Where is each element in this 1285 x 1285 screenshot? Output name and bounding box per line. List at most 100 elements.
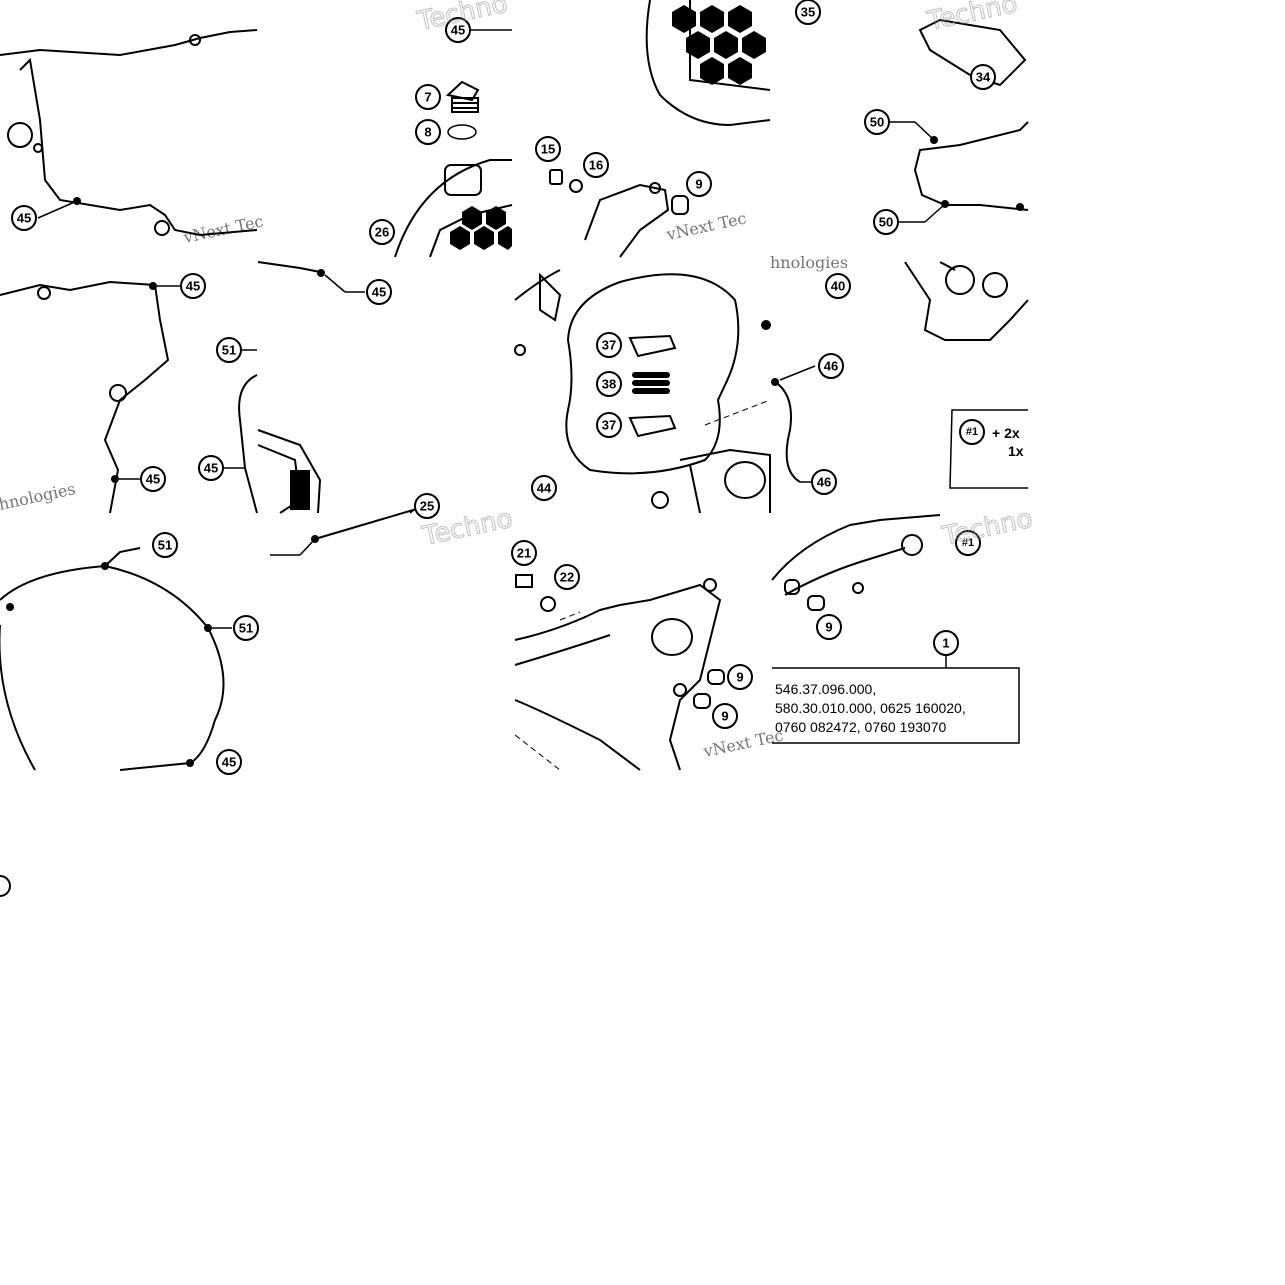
svg-text:hnologies: hnologies: [770, 253, 848, 272]
callout-1: 1: [933, 630, 959, 668]
svg-text:34: 34: [976, 70, 991, 85]
callout-44: 44: [531, 475, 557, 501]
svg-text:25: 25: [420, 499, 434, 514]
callout-9-c: 9: [712, 703, 738, 729]
callout-45-b: 45: [180, 273, 206, 299]
tile-row3-mid: 25: [270, 493, 440, 556]
callout-21: 21: [511, 540, 537, 566]
svg-text:45: 45: [17, 211, 31, 226]
honeycomb-top: [672, 5, 766, 85]
svg-text:22: 22: [560, 570, 574, 585]
kit-line-2: 580.30.010.000, 0625 160020,: [775, 700, 966, 716]
tile-clutch-cover: 21 22 9 9: [511, 540, 753, 771]
legend-box: #1 + 2x 1x: [949, 409, 1028, 489]
kit-line-3: 0760 082472, 0760 193070: [775, 719, 946, 735]
tile-ignition-cover: 15 16 9: [535, 0, 771, 258]
callout-51-a: 51: [216, 337, 257, 363]
stacked-seal-icon: [632, 372, 670, 394]
tile-gasket-right: 35 34 50 50: [795, 0, 1029, 235]
tile-round-gasket: 51 51 45: [0, 532, 259, 775]
callout-hash1: #1: [955, 530, 981, 556]
legend-line-1: + 2x: [992, 425, 1020, 441]
svg-text:45: 45: [451, 23, 465, 38]
tile-oil-plug: 45 7 8 26: [369, 17, 513, 258]
svg-text:38: 38: [602, 377, 616, 392]
callout-15: 15: [535, 136, 561, 162]
svg-text:46: 46: [817, 475, 831, 490]
svg-text:45: 45: [146, 472, 160, 487]
callout-26: 26: [369, 219, 395, 245]
svg-text:1: 1: [942, 636, 949, 651]
callout-51-b: 51: [152, 532, 178, 558]
callout-9-b: 9: [727, 664, 753, 690]
callout-50-b: 50: [873, 203, 946, 235]
svg-text:9: 9: [695, 177, 702, 192]
svg-text:50: 50: [879, 215, 893, 230]
svg-text:#1: #1: [962, 537, 974, 549]
kit-part-numbers-box: 546.37.096.000, 580.30.010.000, 0625 160…: [772, 667, 1020, 744]
callout-40: 40: [825, 273, 851, 299]
callout-45-c: 45: [140, 466, 166, 492]
gasket-frame: [913, 121, 1029, 211]
callout-34: 34: [970, 64, 996, 90]
tile-gasket-row2-left: 45 45 51 45: [0, 273, 258, 514]
kit-line-1: 546.37.096.000,: [775, 681, 876, 697]
svg-text:45: 45: [204, 461, 218, 476]
svg-text:9: 9: [736, 670, 743, 685]
honeycomb-mesh: [450, 206, 512, 250]
tile-cover-row2-mid: 45: [257, 261, 421, 514]
callout-9-d: 9: [816, 614, 842, 640]
svg-text:35: 35: [801, 5, 815, 20]
callout-46-b: 46: [811, 469, 837, 495]
callout-37-a: 37: [596, 332, 622, 358]
callout-37-b: 37: [596, 412, 622, 438]
svg-text:44: 44: [537, 481, 552, 496]
svg-text:9: 9: [825, 620, 832, 635]
svg-text:#1: #1: [966, 426, 978, 438]
svg-text:50: 50: [870, 115, 884, 130]
svg-text:51: 51: [158, 538, 172, 553]
callout-45-d: 45: [198, 455, 245, 481]
oil-plug-icon: [445, 80, 480, 113]
callout-7: 7: [415, 84, 441, 110]
callout-16: 16: [583, 152, 609, 178]
callout-45-top: 45: [445, 17, 512, 43]
oval-gasket: [565, 273, 740, 475]
dowel-pin-icon: [671, 195, 689, 215]
svg-text:37: 37: [602, 418, 616, 433]
legend-line-2: 1x: [1008, 443, 1024, 459]
callout-35: 35: [795, 0, 821, 25]
dowel-icon-d: [807, 595, 825, 611]
gasket-outline-top-left: [0, 29, 258, 237]
callout-45-f: 45: [216, 749, 242, 775]
thermostat-housing: [651, 448, 771, 514]
clutch-cover-body: [514, 578, 722, 771]
fragment-circle-edge: [0, 875, 11, 897]
svg-text:8: 8: [424, 125, 431, 140]
svg-text:51: 51: [222, 343, 236, 358]
svg-text:51: 51: [239, 621, 253, 636]
callout-38: 38: [596, 371, 622, 397]
callout-46-a: 46: [818, 353, 844, 379]
svg-text:45: 45: [372, 285, 386, 300]
callout-22: 22: [554, 564, 580, 590]
washer-icon: [540, 596, 556, 612]
svg-text:37: 37: [602, 338, 616, 353]
callout-45-a: 45: [11, 205, 37, 231]
seal-icon-2: [628, 414, 677, 438]
crankcase-part: [904, 261, 1029, 341]
seal-icon: [628, 334, 677, 358]
svg-text:26: 26: [375, 225, 389, 240]
callout-9-a: 9: [686, 171, 712, 197]
callout-51-c: 51: [233, 615, 259, 641]
svg-text:16: 16: [589, 158, 603, 173]
svg-text:40: 40: [831, 279, 845, 294]
callout-8: 8: [415, 119, 441, 145]
svg-text:9: 9: [721, 709, 728, 724]
tile-legend-box: 40 46 46 #1 + 2x 1x: [771, 261, 1029, 495]
o-ring-icon: [447, 124, 477, 140]
screw-icon: [515, 574, 533, 588]
water-pump-cover: [584, 182, 670, 258]
dowel-icon-b: [707, 669, 725, 685]
